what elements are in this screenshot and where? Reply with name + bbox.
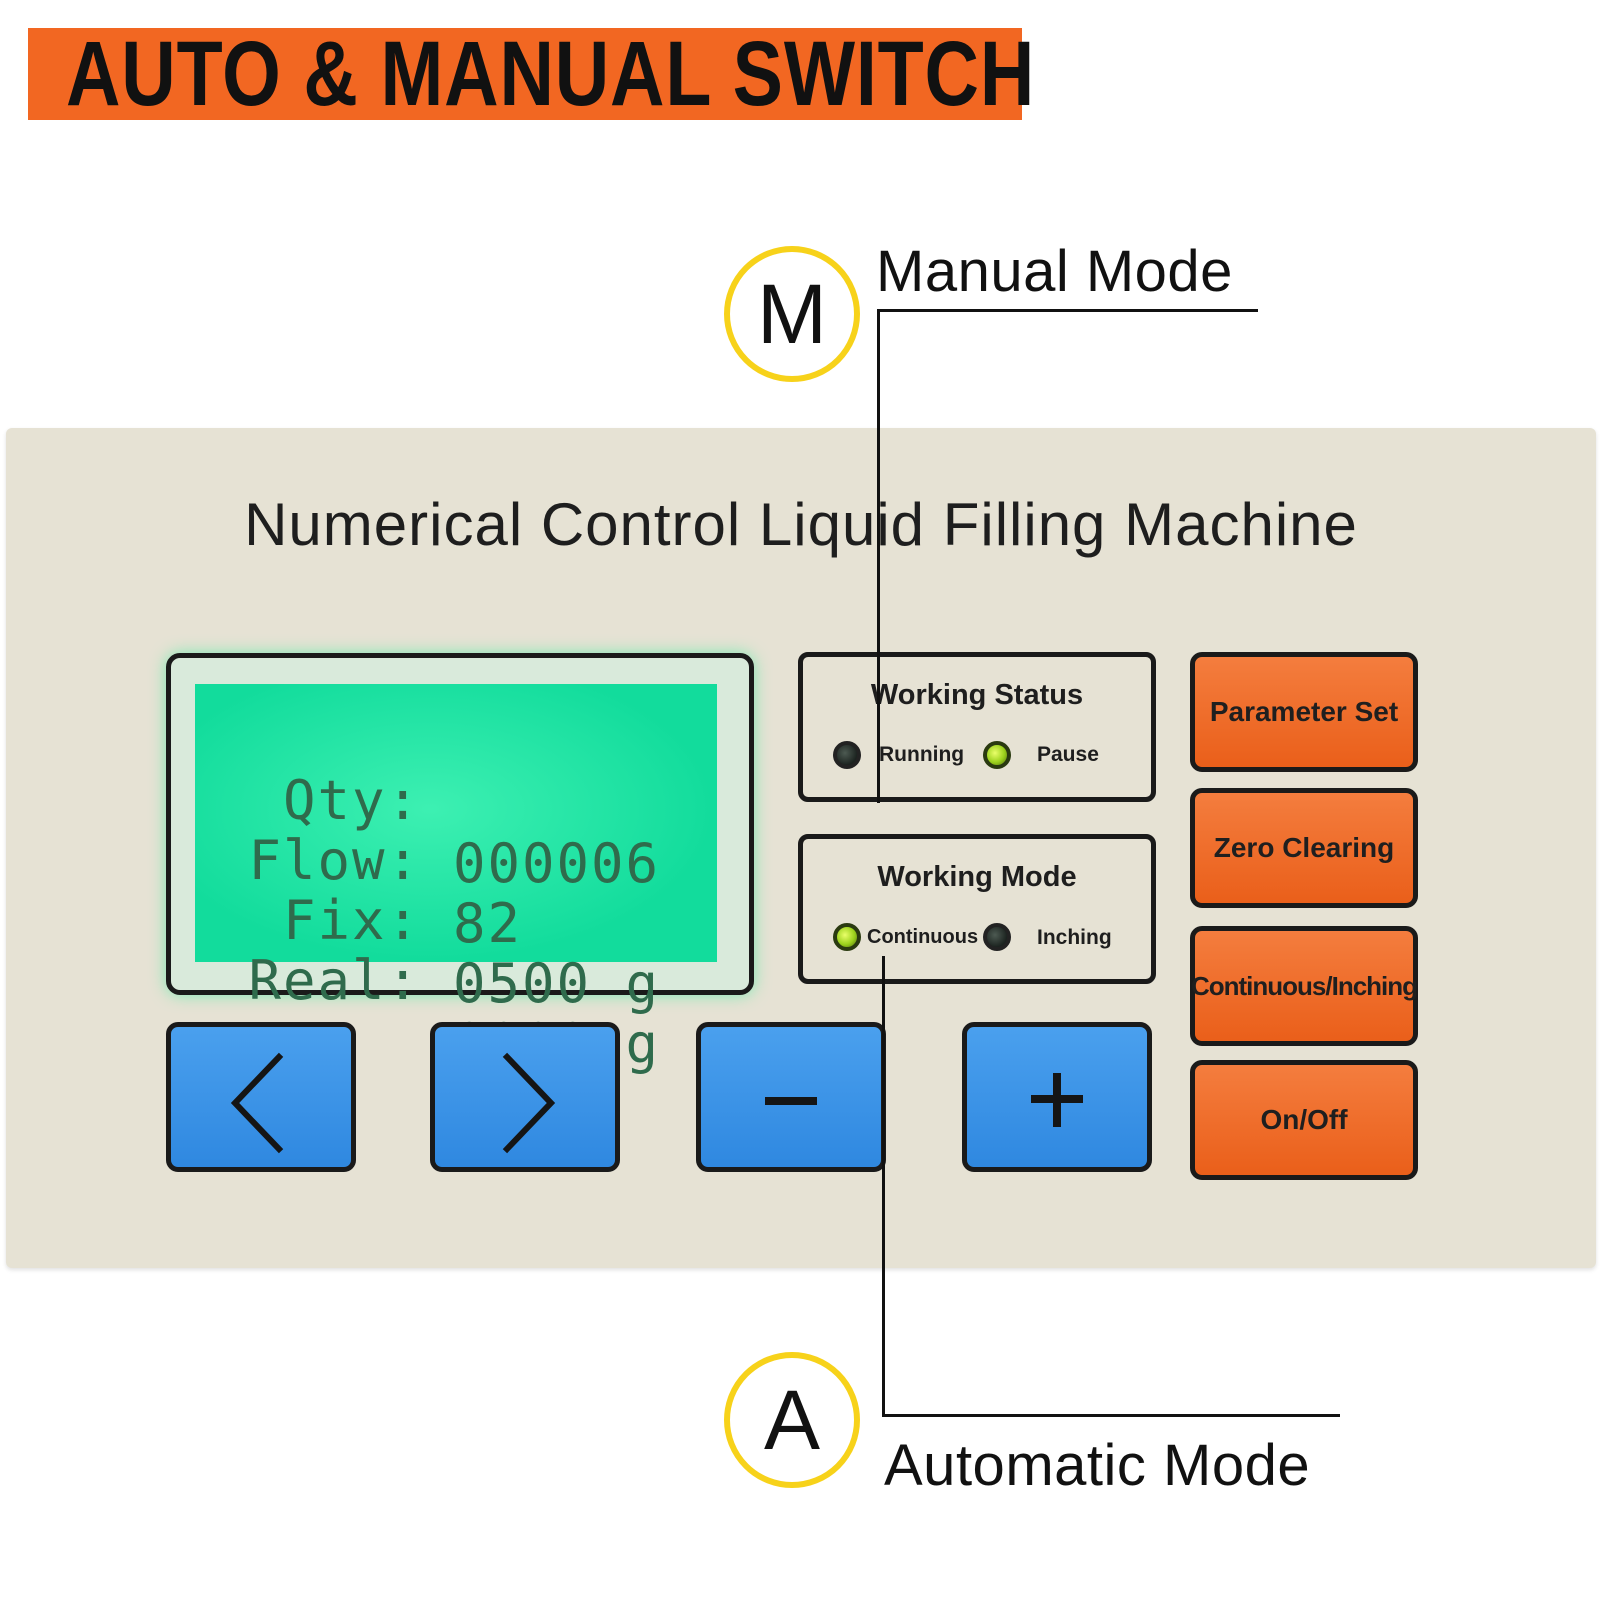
continuous-inching-button[interactable]: Continuous/Inching <box>1190 926 1418 1046</box>
control-panel: Numerical Control Liquid Filling Machine… <box>6 428 1596 1268</box>
minus-icon <box>765 1097 817 1105</box>
lcd-value: 000006 <box>453 832 661 895</box>
header-banner: AUTO & MANUAL SWITCH <box>28 24 1034 124</box>
plus-icon <box>1031 1073 1083 1127</box>
lcd-line-real: Real: 0000 g <box>195 886 717 1075</box>
left-button[interactable] <box>166 1022 356 1172</box>
running-led-icon <box>833 741 861 769</box>
lcd-screen: Qty: 000006 Flow: 82 Fix: 0500 g Real: 0… <box>195 684 717 1075</box>
on-off-button[interactable]: On/Off <box>1190 1060 1418 1180</box>
lcd-value: 0500 g <box>453 952 661 1015</box>
chevron-right-icon <box>502 1052 556 1154</box>
parameter-set-button[interactable]: Parameter Set <box>1190 652 1418 772</box>
manual-mode-letter: M <box>757 266 827 361</box>
banner-title: AUTO & MANUAL SWITCH <box>66 23 1036 125</box>
lcd-value: 82 <box>453 892 523 955</box>
lcd-line-flow: Flow: 82 <box>195 766 717 955</box>
right-button[interactable] <box>430 1022 620 1172</box>
inching-label: Inching <box>1037 926 1112 949</box>
lcd-line-qty: Qty: 000006 <box>195 706 717 895</box>
automatic-callout-horizontal-line <box>882 1414 1340 1417</box>
chevron-left-icon <box>230 1052 284 1154</box>
pause-label: Pause <box>1037 743 1099 766</box>
manual-mode-label: Manual Mode <box>876 239 1233 304</box>
working-mode-box: Working Mode Continuous Inching <box>798 834 1156 984</box>
automatic-callout-vertical-line <box>882 956 885 1416</box>
inching-led-icon <box>983 923 1011 951</box>
lcd-key: Flow: <box>248 829 421 892</box>
automatic-mode-label: Automatic Mode <box>884 1433 1311 1498</box>
panel-title: Numerical Control Liquid Filling Machine <box>244 491 1358 558</box>
manual-callout-horizontal-line <box>878 309 1258 312</box>
lcd-line-fix: Fix: 0500 g <box>195 826 717 1015</box>
lcd-key: Qty: <box>282 769 421 832</box>
pause-led-icon <box>983 741 1011 769</box>
plus-button[interactable] <box>962 1022 1152 1172</box>
running-label: Running <box>879 743 965 766</box>
working-status-box: Working Status Running Pause <box>798 652 1156 802</box>
lcd-key: Fix: <box>282 889 421 952</box>
zero-clearing-button[interactable]: Zero Clearing <box>1190 788 1418 908</box>
manual-mode-badge: M <box>724 246 860 382</box>
manual-callout-vertical-line <box>877 309 880 803</box>
continuous-led-icon <box>833 923 861 951</box>
minus-button[interactable] <box>696 1022 886 1172</box>
automatic-mode-badge: A <box>724 1352 860 1488</box>
working-status-title: Working Status <box>870 679 1084 711</box>
continuous-label: Continuous <box>867 926 979 948</box>
lcd-key: Real: <box>248 949 421 1012</box>
working-mode-title: Working Mode <box>877 861 1077 893</box>
lcd-display: Qty: 000006 Flow: 82 Fix: 0500 g Real: 0… <box>166 653 754 1075</box>
automatic-mode-letter: A <box>763 1372 821 1467</box>
